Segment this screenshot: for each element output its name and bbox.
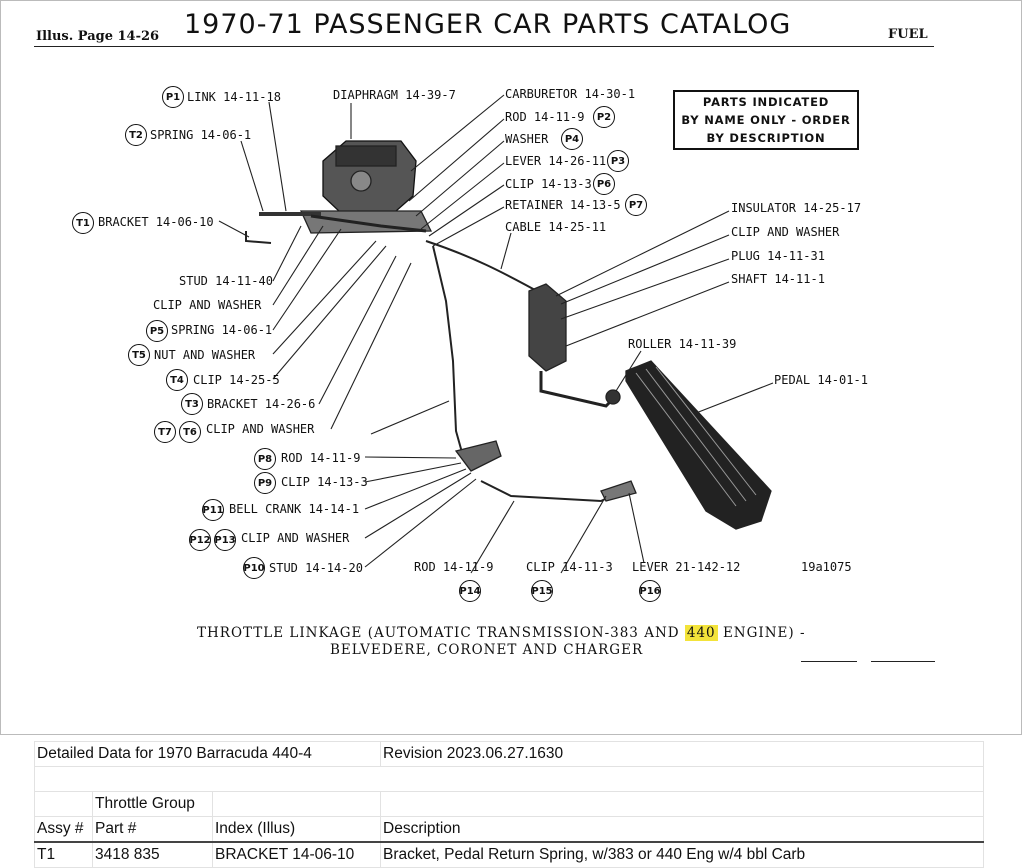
table-title: Detailed Data for 1970 Barracuda 440-4	[34, 741, 381, 767]
label-diaphragm: DIAPHRAGM 14-39-7	[333, 88, 456, 102]
callout-p9: P9	[254, 472, 276, 494]
label-clip-washer-4: CLIP AND WASHER	[731, 225, 840, 239]
label-nut-washer: NUT AND WASHER	[154, 348, 256, 362]
label-rod-2: ROD 14-11-9	[505, 110, 585, 124]
callout-t1: T1	[72, 212, 94, 234]
label-rod-1: ROD 14-11-9	[281, 451, 361, 465]
column-header-part: Part #	[92, 816, 213, 843]
callout-p14: P14	[459, 580, 481, 602]
label-clip-2: CLIP 14-13-3	[281, 475, 368, 489]
callout-t5: T5	[128, 344, 150, 366]
label-stud-2: STUD 14-14-20	[269, 561, 363, 575]
label-bracket-1: BRACKET 14-06-10	[98, 215, 214, 229]
throttle-linkage-diagram	[218, 94, 774, 574]
label-washer: WASHER	[505, 132, 549, 146]
label-clip-4: CLIP 14-11-3	[526, 560, 613, 574]
footer-rule-1	[801, 661, 857, 662]
label-insulator: INSULATOR 14-25-17	[731, 201, 862, 215]
label-shaft: SHAFT 14-11-1	[731, 272, 825, 286]
catalog-title: 1970-71 PASSENGER CAR PARTS CATALOG	[184, 9, 792, 40]
table-row: T1 3418 835 BRACKET 14-06-10 Bracket, Pe…	[34, 841, 984, 868]
column-header-index: Index (Illus)	[212, 816, 381, 843]
label-clip-washer-1: CLIP AND WASHER	[153, 298, 262, 312]
label-spring-2: SPRING 14-06-1	[171, 323, 273, 337]
callout-t4: T4	[166, 369, 188, 391]
callout-p5: P5	[146, 320, 168, 342]
parts-indicated-note: PARTS INDICATED BY NAME ONLY - ORDER BY …	[673, 90, 859, 150]
caption-highlight: 440	[684, 625, 718, 641]
caption-text-a: THROTTLE LINKAGE (AUTOMATIC TRANSMISSION…	[197, 625, 680, 641]
label-clip-1: CLIP 14-25-5	[193, 373, 280, 387]
callout-p12: P12	[189, 529, 211, 551]
label-stud-1: STUD 14-11-40	[179, 274, 273, 288]
parts-data-table: Detailed Data for 1970 Barracuda 440-4 R…	[34, 741, 984, 868]
label-lever-2: LEVER 21-142-12	[632, 560, 741, 574]
label-cable: CABLE 14-25-11	[505, 220, 607, 234]
callout-p4: P4	[561, 128, 583, 150]
note-line-1: PARTS INDICATED	[702, 95, 830, 109]
label-clip-3: CLIP 14-13-3	[505, 177, 592, 191]
illustration-panel: Illus. Page 14-26 1970-71 PASSENGER CAR …	[0, 0, 1022, 735]
callout-p7: P7	[625, 194, 647, 216]
note-line-2: BY NAME ONLY - ORDER	[681, 113, 851, 127]
cell-index: BRACKET 14-06-10	[212, 841, 381, 868]
label-plug: PLUG 14-11-31	[731, 249, 825, 263]
column-header-assy: Assy #	[34, 816, 93, 843]
cell-assy: T1	[34, 841, 93, 868]
callout-t3: T3	[181, 393, 203, 415]
label-spring-1: SPRING 14-06-1	[150, 128, 252, 142]
table-title-row: Detailed Data for 1970 Barracuda 440-4 R…	[34, 741, 984, 767]
label-bracket-2: BRACKET 14-26-6	[207, 397, 316, 411]
callout-p8: P8	[254, 448, 276, 470]
label-carburetor: CARBURETOR 14-30-1	[505, 87, 636, 101]
label-clip-washer-3: CLIP AND WASHER	[241, 531, 350, 545]
callout-p2: P2	[593, 106, 615, 128]
note-line-3: BY DESCRIPTION	[706, 131, 826, 145]
drawing-number: 19a1075	[801, 560, 852, 574]
callout-t6: T6	[179, 421, 201, 443]
callout-t2: T2	[125, 124, 147, 146]
label-rod-3: ROD 14-11-9	[414, 560, 494, 574]
label-clip-washer-2: CLIP AND WASHER	[206, 422, 315, 436]
callout-p13: P13	[214, 529, 236, 551]
label-bell-crank: BELL CRANK 14-14-1	[229, 502, 360, 516]
callout-p6: P6	[593, 173, 615, 195]
callout-p1: P1	[162, 86, 184, 108]
section-name: FUEL	[888, 27, 928, 42]
table-group: Throttle Group	[92, 791, 213, 817]
label-link: LINK 14-11-18	[187, 90, 281, 104]
illus-page-number: Illus. Page 14-26	[36, 29, 160, 44]
caption-line-1: THROTTLE LINKAGE (AUTOMATIC TRANSMISSION…	[197, 625, 806, 641]
footer-rule-2	[871, 661, 935, 662]
label-retainer: RETAINER 14-13-5	[505, 198, 621, 212]
callout-p11: P11	[202, 499, 224, 521]
carburetor-drawing	[299, 140, 433, 234]
caption-line-2: BELVEDERE, CORONET AND CHARGER	[330, 642, 644, 658]
table-revision: Revision 2023.06.27.1630	[380, 741, 984, 767]
caption-text-b: ENGINE) -	[722, 625, 806, 641]
callout-p10: P10	[243, 557, 265, 579]
cell-description: Bracket, Pedal Return Spring, w/383 or 4…	[380, 841, 984, 868]
table-spacer-row	[34, 766, 984, 792]
label-roller: ROLLER 14-11-39	[628, 337, 737, 351]
callout-p16: P16	[639, 580, 661, 602]
callout-p15: P15	[531, 580, 553, 602]
table-header-row: Assy # Part # Index (Illus) Description	[34, 816, 984, 843]
header-rule	[34, 46, 934, 47]
column-header-description: Description	[380, 816, 984, 843]
table-group-row: Throttle Group	[34, 791, 984, 817]
callout-p3: P3	[607, 150, 629, 172]
label-pedal: PEDAL 14-01-1	[774, 373, 868, 387]
callout-t7: T7	[154, 421, 176, 443]
cell-part: 3418 835	[92, 841, 213, 868]
label-lever-1: LEVER 14-26-11	[505, 154, 607, 168]
